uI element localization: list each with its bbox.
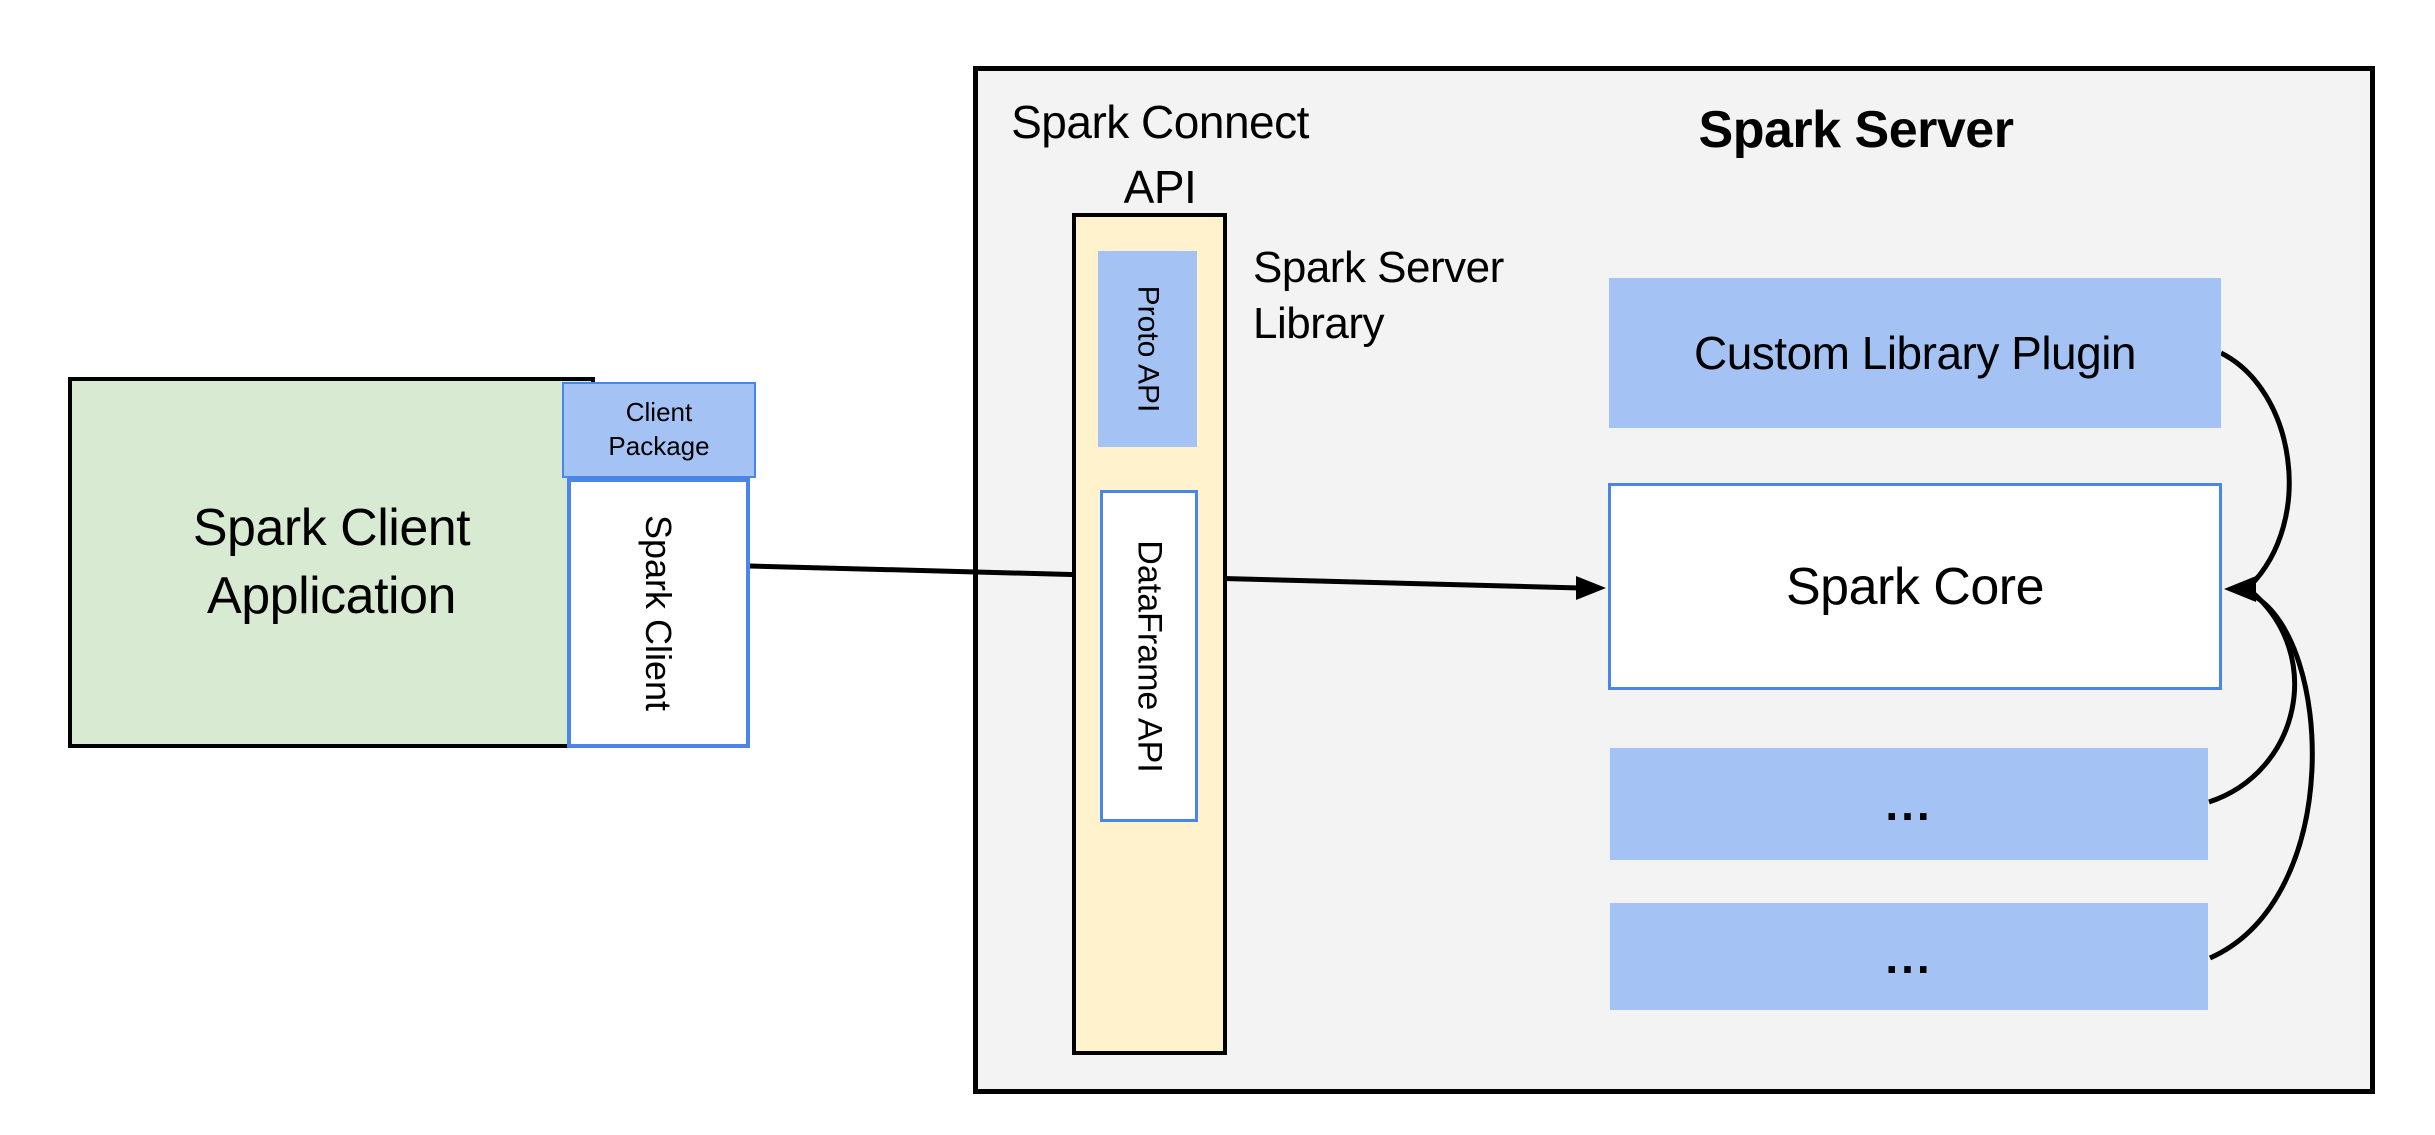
- spark-client-application-box: Spark Client Application: [68, 377, 595, 748]
- proto-api-label: Proto API: [1131, 285, 1165, 413]
- dataframe-api-box: DataFrame API: [1100, 490, 1198, 822]
- client-package-box: Client Package: [562, 382, 756, 478]
- dataframe-api-label: DataFrame API: [1130, 539, 1169, 773]
- server-module-box-2: ...: [1610, 903, 2208, 1010]
- custom-library-plugin-box: Custom Library Plugin: [1609, 278, 2221, 428]
- spark-server-title: Spark Server: [1698, 101, 2014, 159]
- spark-client-label: Spark Client: [638, 514, 680, 712]
- spark-core-box: Spark Core: [1608, 483, 2222, 690]
- spark-client-box: Spark Client: [567, 478, 750, 748]
- spark-server-library-caption: Spark Server Library: [1253, 243, 1504, 349]
- server-module-box-1: ...: [1610, 748, 2208, 860]
- proto-api-box: Proto API: [1098, 251, 1197, 447]
- spark-connect-api-title: Spark Connect API: [1011, 96, 1309, 214]
